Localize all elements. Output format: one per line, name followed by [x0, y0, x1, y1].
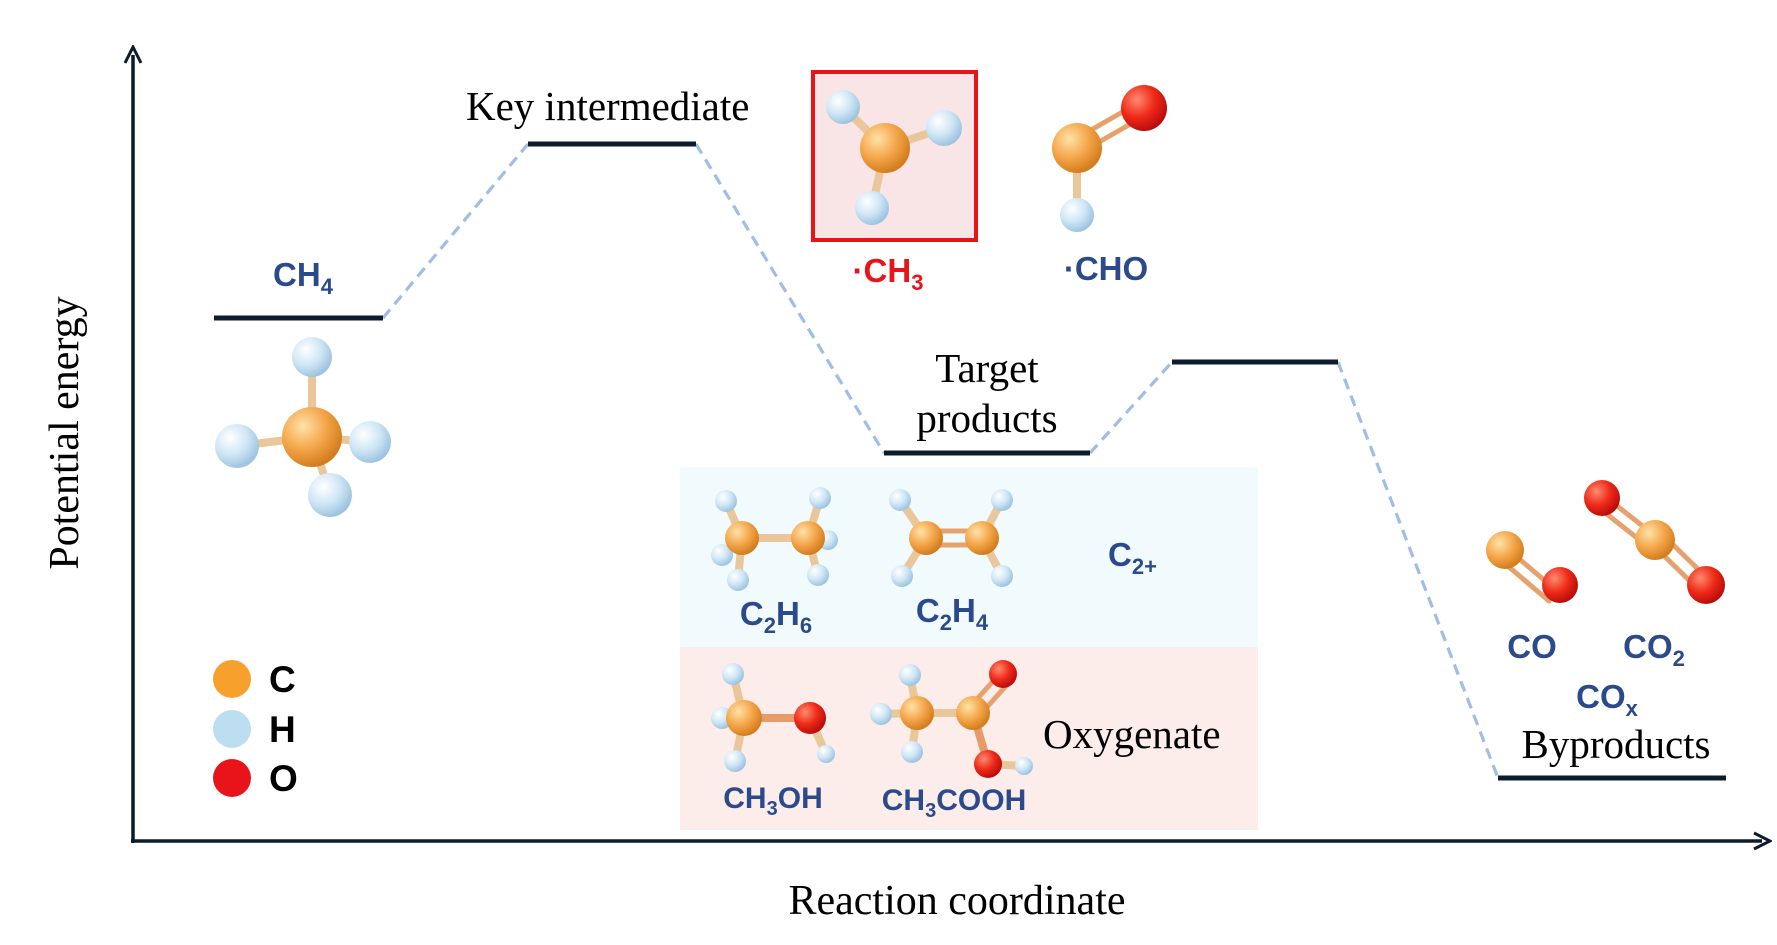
ch3cooh-molecule [870, 660, 1033, 778]
c2h4-label: C2H4 [916, 592, 989, 635]
atom-legend: C H O [213, 659, 298, 799]
byproducts-title: Byproducts [1521, 721, 1710, 767]
connector-4 [1336, 361, 1500, 779]
cho-radical-label: ·CHO [1064, 250, 1148, 287]
co2-label: CO2 [1623, 628, 1685, 671]
c2h4-molecule [889, 489, 1013, 587]
ch3cooh-label: CH3COOH [882, 784, 1026, 822]
ch3-radical-label: ·CH3 [853, 252, 924, 295]
oxygenate-panel [680, 647, 1258, 830]
connector-2 [694, 143, 886, 454]
legend-hydrogen-label: H [269, 709, 296, 750]
cho-molecule [1052, 85, 1167, 232]
legend-carbon-dot [213, 660, 251, 698]
c2h6-molecule [711, 487, 838, 591]
y-axis-label: Potential energy [42, 296, 88, 569]
co-label: CO [1507, 628, 1557, 665]
co2-molecule [1584, 480, 1725, 604]
legend-carbon-label: C [269, 659, 296, 700]
key-intermediate-title: Key intermediate [466, 83, 749, 129]
target-products-title-1: Target [935, 345, 1039, 391]
ch3oh-label: CH3OH [723, 782, 822, 820]
oxygenate-group-label: Oxygenate [1043, 711, 1221, 757]
legend-oxygen-dot [213, 759, 251, 797]
c2-group-label: C2+ [1108, 536, 1157, 579]
cox-label: COx [1576, 678, 1639, 721]
ch4-molecule [215, 337, 391, 517]
x-axis-label: Reaction coordinate [788, 878, 1125, 924]
target-products-title-2: products [916, 395, 1057, 441]
ch3-molecule [826, 90, 962, 225]
c2h6-label: C2H6 [740, 595, 812, 638]
legend-oxygen-label: O [269, 758, 298, 799]
connector-3 [1088, 360, 1174, 455]
ch3oh-molecule [711, 663, 835, 772]
legend-hydrogen-dot [213, 710, 251, 748]
ch4-label: CH4 [273, 256, 334, 299]
co-molecule [1486, 531, 1578, 604]
connector-1 [381, 142, 530, 320]
c2-panel [680, 467, 1258, 647]
